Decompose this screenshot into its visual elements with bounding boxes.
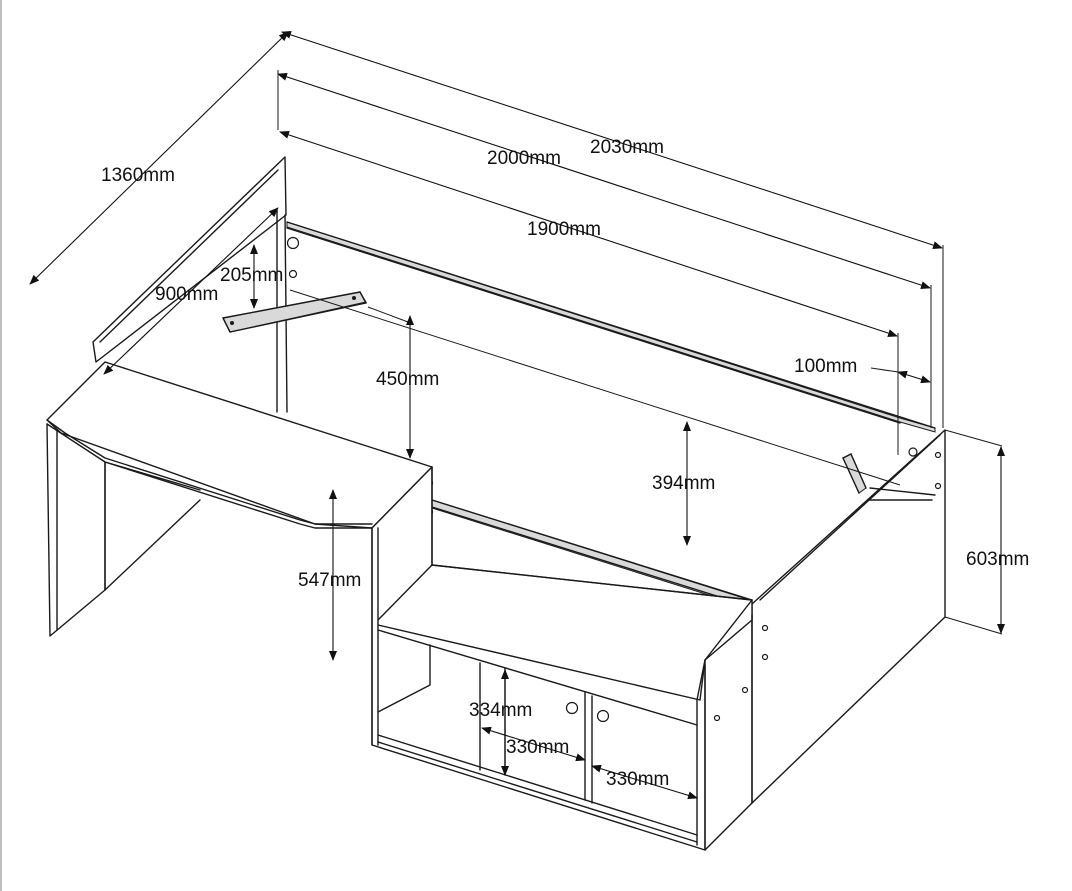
hole (761, 653, 769, 661)
right-end-panel (751, 429, 946, 804)
dim-line-1360 (29, 31, 289, 285)
label-desk-height: 547mm (298, 570, 361, 591)
label-frame-length: 2000mm (487, 148, 561, 169)
door-knob (565, 701, 579, 715)
label-door-width: 330mm (606, 769, 669, 790)
dimension-labels: 1360mm 2030mm 2000mm 1900mm 205mm 900mm … (101, 137, 1029, 790)
desk-leg (46, 423, 106, 637)
label-shelf-width: 330mm (506, 737, 569, 758)
label-slat-drop: 205mm (220, 265, 283, 286)
label-overall-height: 603mm (966, 549, 1029, 570)
label-overall-length: 2030mm (590, 137, 664, 158)
label-mattress-length: 1900mm (527, 219, 601, 240)
label-desk-clearance: 450mm (376, 369, 439, 390)
hole (761, 624, 769, 632)
dim-line-330-shelf (481, 726, 586, 762)
slat-bracket-right (842, 453, 867, 494)
label-shelf-height: 334mm (469, 700, 532, 721)
label-overall-depth: 1360mm (101, 165, 175, 186)
hole (286, 236, 300, 250)
dim-line-100 (897, 370, 931, 384)
dim-line-900 (103, 207, 279, 375)
hole (288, 269, 298, 279)
hole (934, 482, 942, 490)
desk (46, 361, 753, 851)
hole (908, 447, 918, 457)
door-knob (596, 709, 610, 723)
page-edge (0, 0, 2, 891)
left-end-panel (92, 156, 287, 363)
dimension-lines (29, 30, 1005, 800)
hole (741, 686, 749, 694)
label-desk-length: 900mm (155, 284, 218, 305)
label-end-gap: 100mm (794, 356, 857, 377)
hole (934, 451, 942, 459)
hole (713, 714, 721, 722)
dim-line-330-door (591, 764, 698, 800)
label-inner-height: 394mm (652, 473, 715, 494)
dim-line-1900 (279, 131, 898, 337)
slat-bracket-left (222, 291, 367, 333)
